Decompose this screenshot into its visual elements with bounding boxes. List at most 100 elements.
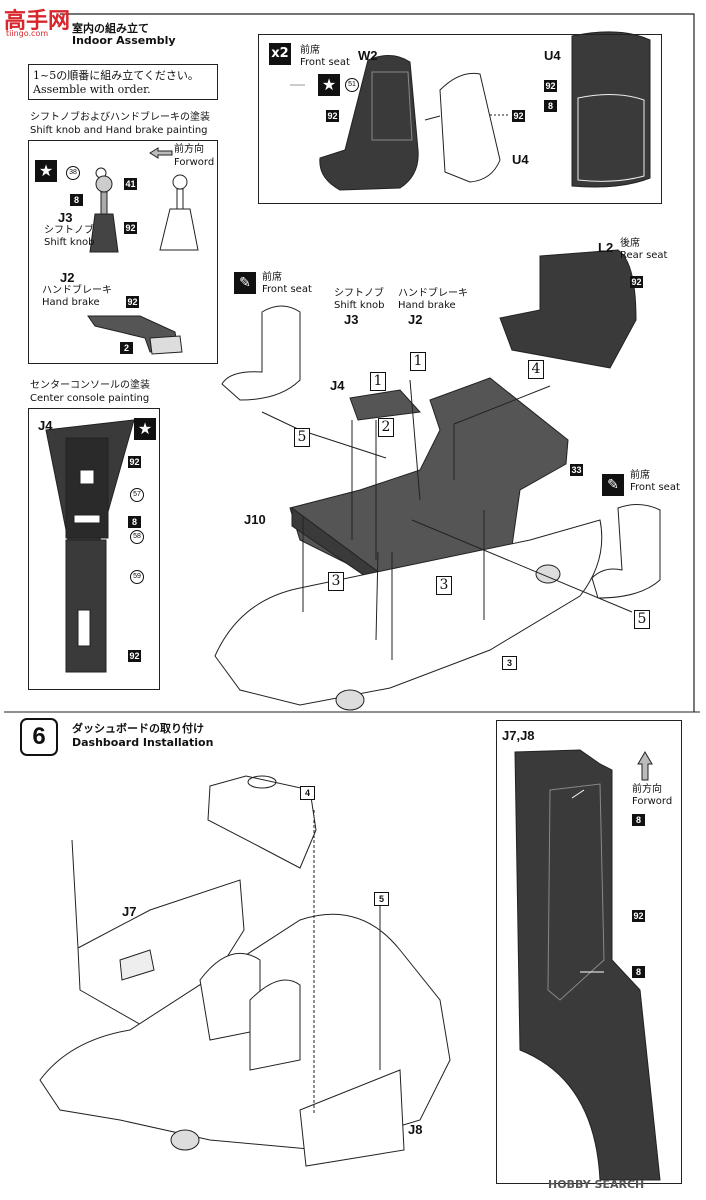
- step-marker-2: 2: [378, 418, 394, 437]
- color-code-8: 8: [128, 516, 141, 528]
- step-marker-3: 3: [328, 572, 344, 591]
- front-seat-right-jp: 前席: [630, 470, 650, 481]
- step5-title-jp: 室内の組み立て: [72, 22, 149, 35]
- j2-label-jp: ハンドブレーキ: [42, 285, 112, 296]
- part-box-3: 3: [502, 656, 517, 670]
- color-code-51: 51: [345, 78, 359, 92]
- part-j2-label: J2: [408, 312, 423, 327]
- assembly-step6-drawing: [39, 749, 661, 1181]
- logo-char: 手: [26, 9, 49, 34]
- color-code-92: 92: [632, 910, 645, 922]
- order-note-en: Assemble with order.: [33, 83, 151, 96]
- part-j2-label: J2: [60, 270, 75, 285]
- color-code-59: 59: [130, 570, 144, 584]
- step-marker-1: 1: [370, 372, 386, 391]
- forward-label-en: Forword: [632, 796, 673, 807]
- logo-latin: tiingo.com: [6, 29, 49, 38]
- color-code-92: 92: [128, 650, 141, 662]
- color-code-92: 92: [128, 456, 141, 468]
- hand-brake-label-en: Hand brake: [398, 300, 456, 311]
- step6-title-jp: ダッシュボードの取り付け: [72, 722, 204, 735]
- color-code-92: 92: [512, 110, 525, 122]
- shift-panel-title-en: Shift knob and Hand brake painting: [30, 125, 208, 136]
- color-code-8: 8: [544, 100, 557, 112]
- color-code-38: 38: [66, 166, 80, 180]
- part-l2-label: L2: [598, 240, 614, 255]
- j7-j8-panel: [496, 720, 682, 1184]
- shift-panel: [28, 140, 218, 364]
- j3-label-jp: シフトノブ: [44, 225, 94, 236]
- note-icon: ✎: [602, 474, 624, 496]
- color-code-2: 2: [120, 342, 133, 354]
- seat-detail-drawing: [290, 31, 651, 191]
- seat-detail-panel: [258, 34, 662, 204]
- step6-title-en: Dashboard Installation: [72, 736, 214, 749]
- part-box-5: 5: [374, 892, 389, 906]
- logo-char: 网: [48, 9, 71, 34]
- color-code-92: 92: [124, 222, 137, 234]
- part-j8-label: J8: [408, 1122, 423, 1137]
- color-code-92: 92: [630, 276, 643, 288]
- part-j4-label: J4: [330, 378, 345, 393]
- rear-seat-label-en: Rear seat: [620, 250, 668, 261]
- star-icon: ★: [35, 160, 57, 182]
- step-marker-5: 5: [294, 428, 310, 447]
- step-marker-4: 4: [528, 360, 544, 379]
- console-drawing: [45, 419, 135, 673]
- part-j7-label: J7: [122, 904, 137, 919]
- color-code-92: 92: [326, 110, 339, 122]
- rear-seat-label-jp: 後席: [620, 238, 640, 249]
- color-code-58: 58: [130, 530, 144, 544]
- color-code-33: 33: [570, 464, 583, 476]
- site-logo: 高 手 网 tiingo.com: [4, 3, 72, 45]
- part-u4-label: U4: [544, 48, 561, 63]
- j7-j8-panel-title: J7,J8: [502, 728, 535, 743]
- part-box-4: 4: [300, 786, 315, 800]
- color-code-8: 8: [632, 966, 645, 978]
- console-panel-title-en: Center console painting: [30, 393, 150, 404]
- console-panel: [28, 408, 160, 690]
- front-seat-right-en: Front seat: [630, 482, 680, 493]
- shift-knob-label-en: Shift knob: [334, 300, 385, 311]
- step-marker-5: 5: [634, 610, 650, 629]
- shift-panel-title-jp: シフトノブおよびハンドブレーキの塗装: [30, 112, 210, 123]
- hand-brake-label-jp: ハンドブレーキ: [398, 288, 468, 299]
- note-icon: ✎: [234, 272, 256, 294]
- order-note-jp: 1~5の順番に組み立てください。: [33, 69, 199, 82]
- hobby-search-watermark: HOBBY SEARCH: [548, 1178, 644, 1191]
- star-icon: ★: [318, 74, 340, 96]
- order-note: 1~5の順番に組み立てください。 Assemble with order.: [28, 64, 218, 100]
- step5-title-en: Indoor Assembly: [72, 34, 176, 47]
- step-marker-3: 3: [436, 576, 452, 595]
- shift-knob-drawing: [87, 147, 199, 355]
- part-w2-label: W2: [358, 48, 378, 63]
- step6-number: 6: [20, 718, 58, 756]
- front-seat-left-jp: 前席: [262, 272, 282, 283]
- front-seat-label-en: Front seat: [300, 57, 350, 68]
- color-code-8: 8: [632, 814, 645, 826]
- part-j10-label: J10: [244, 512, 266, 527]
- front-seat-left-en: Front seat: [262, 284, 312, 295]
- assembly-step5-drawing: [214, 249, 661, 711]
- forward-label-en: Forword: [174, 157, 215, 168]
- front-seat-label-jp: 前席: [300, 45, 320, 56]
- color-code-92: 92: [544, 80, 557, 92]
- logo-char: 高: [4, 9, 27, 34]
- quantity-badge: x2: [269, 43, 291, 65]
- color-code-8: 8: [70, 194, 83, 206]
- shift-knob-label-jp: シフトノブ: [334, 288, 384, 299]
- part-j4-label: J4: [38, 418, 53, 433]
- forward-label-jp: 前方向: [174, 144, 204, 155]
- forward-label-jp: 前方向: [632, 784, 662, 795]
- console-panel-title-jp: センターコンソールの塗装: [30, 380, 150, 391]
- part-j3-label: J3: [58, 210, 73, 225]
- watermark-text: HOBBY SEARCH: [548, 1178, 645, 1191]
- color-code-92: 92: [126, 296, 139, 308]
- color-code-57: 57: [130, 488, 144, 502]
- j2-label-en: Hand brake: [42, 297, 100, 308]
- part-u4-label: U4: [512, 152, 529, 167]
- star-icon: ★: [134, 418, 156, 440]
- color-code-41: 41: [124, 178, 137, 190]
- j3-label-en: Shift knob: [44, 237, 95, 248]
